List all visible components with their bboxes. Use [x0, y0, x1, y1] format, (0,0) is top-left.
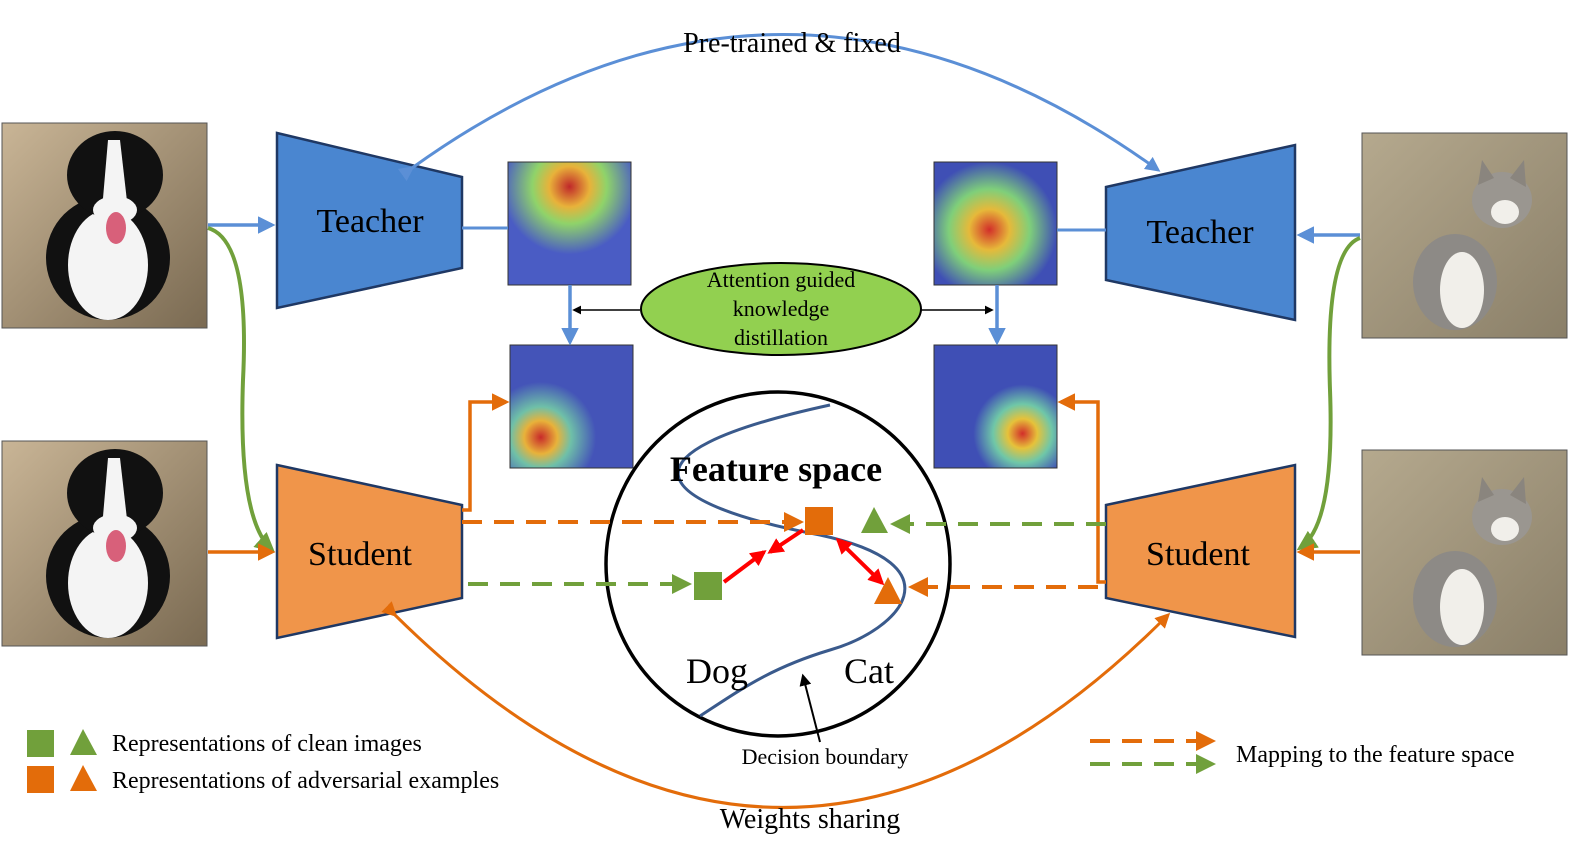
- decision-boundary-label: Decision boundary: [742, 744, 909, 769]
- dog-clean-representation: [694, 572, 722, 600]
- cat-adversarial-representation: [874, 577, 902, 604]
- student-right-to-map-arrow: [1057, 393, 1106, 584]
- pretrained-label: Pre-trained & fixed: [683, 28, 901, 59]
- cat-adversarial-photo: [1361, 449, 1568, 656]
- legend-mapping-label: Mapping to the feature space: [1236, 742, 1515, 768]
- dog-clean-to-student-arrow: [207, 226, 275, 553]
- boundary-pointer-arrow: [799, 673, 821, 743]
- dog-adversarial-representation: [805, 507, 833, 535]
- decision-boundary-curve: [676, 403, 907, 718]
- legend-adv-square: [27, 766, 54, 793]
- dog-distance-arrow-b: [767, 528, 805, 554]
- teacher-label-right: Teacher: [1146, 214, 1254, 251]
- class-dog-label: Dog: [686, 651, 748, 691]
- student-label-left: Student: [308, 536, 412, 573]
- legend-clean-triangle: [70, 729, 97, 755]
- feature-space-title: Feature space: [670, 449, 882, 489]
- teacher-dog-attention-map: [507, 161, 632, 286]
- dog-distance-arrow-a: [722, 550, 767, 584]
- kd-ellipse: [640, 262, 922, 356]
- student-dog-attention-map: [509, 344, 634, 469]
- student-cat-attention-map: [933, 344, 1058, 469]
- cat-clean-to-student-arrow: [1296, 236, 1361, 551]
- legend-clean-label: Representations of clean images: [112, 731, 422, 757]
- teacher-network-right: [1104, 143, 1297, 322]
- student-network-left: [275, 463, 464, 640]
- class-cat-label: Cat: [844, 651, 894, 691]
- pretrained-arc: [397, 33, 1161, 182]
- feature-space-circle: [604, 390, 952, 738]
- student-left-to-map-arrow: [462, 393, 510, 512]
- student-label-right: Student: [1146, 536, 1250, 573]
- legend-clean-square: [27, 730, 54, 757]
- kd-line-2: knowledge: [733, 296, 830, 321]
- kd-line-3: distillation: [734, 325, 828, 350]
- dog-clean-photo: [1, 122, 208, 329]
- legend-adv-triangle: [70, 765, 97, 791]
- legend-adv-label: Representations of adversarial examples: [112, 768, 499, 794]
- cat-clean-photo: [1361, 132, 1568, 339]
- teacher-cat-attention-map: [933, 161, 1058, 286]
- teacher-label-left: Teacher: [316, 203, 424, 240]
- cat-clean-representation: [861, 507, 888, 533]
- cat-distance-arrow: [835, 537, 885, 586]
- student-network-right: [1104, 463, 1297, 639]
- weights-sharing-label: Weights sharing: [720, 804, 901, 835]
- weights-sharing-arc: [381, 601, 1171, 809]
- dog-adversarial-photo: [1, 440, 208, 647]
- kd-line-1: Attention guided: [707, 267, 855, 292]
